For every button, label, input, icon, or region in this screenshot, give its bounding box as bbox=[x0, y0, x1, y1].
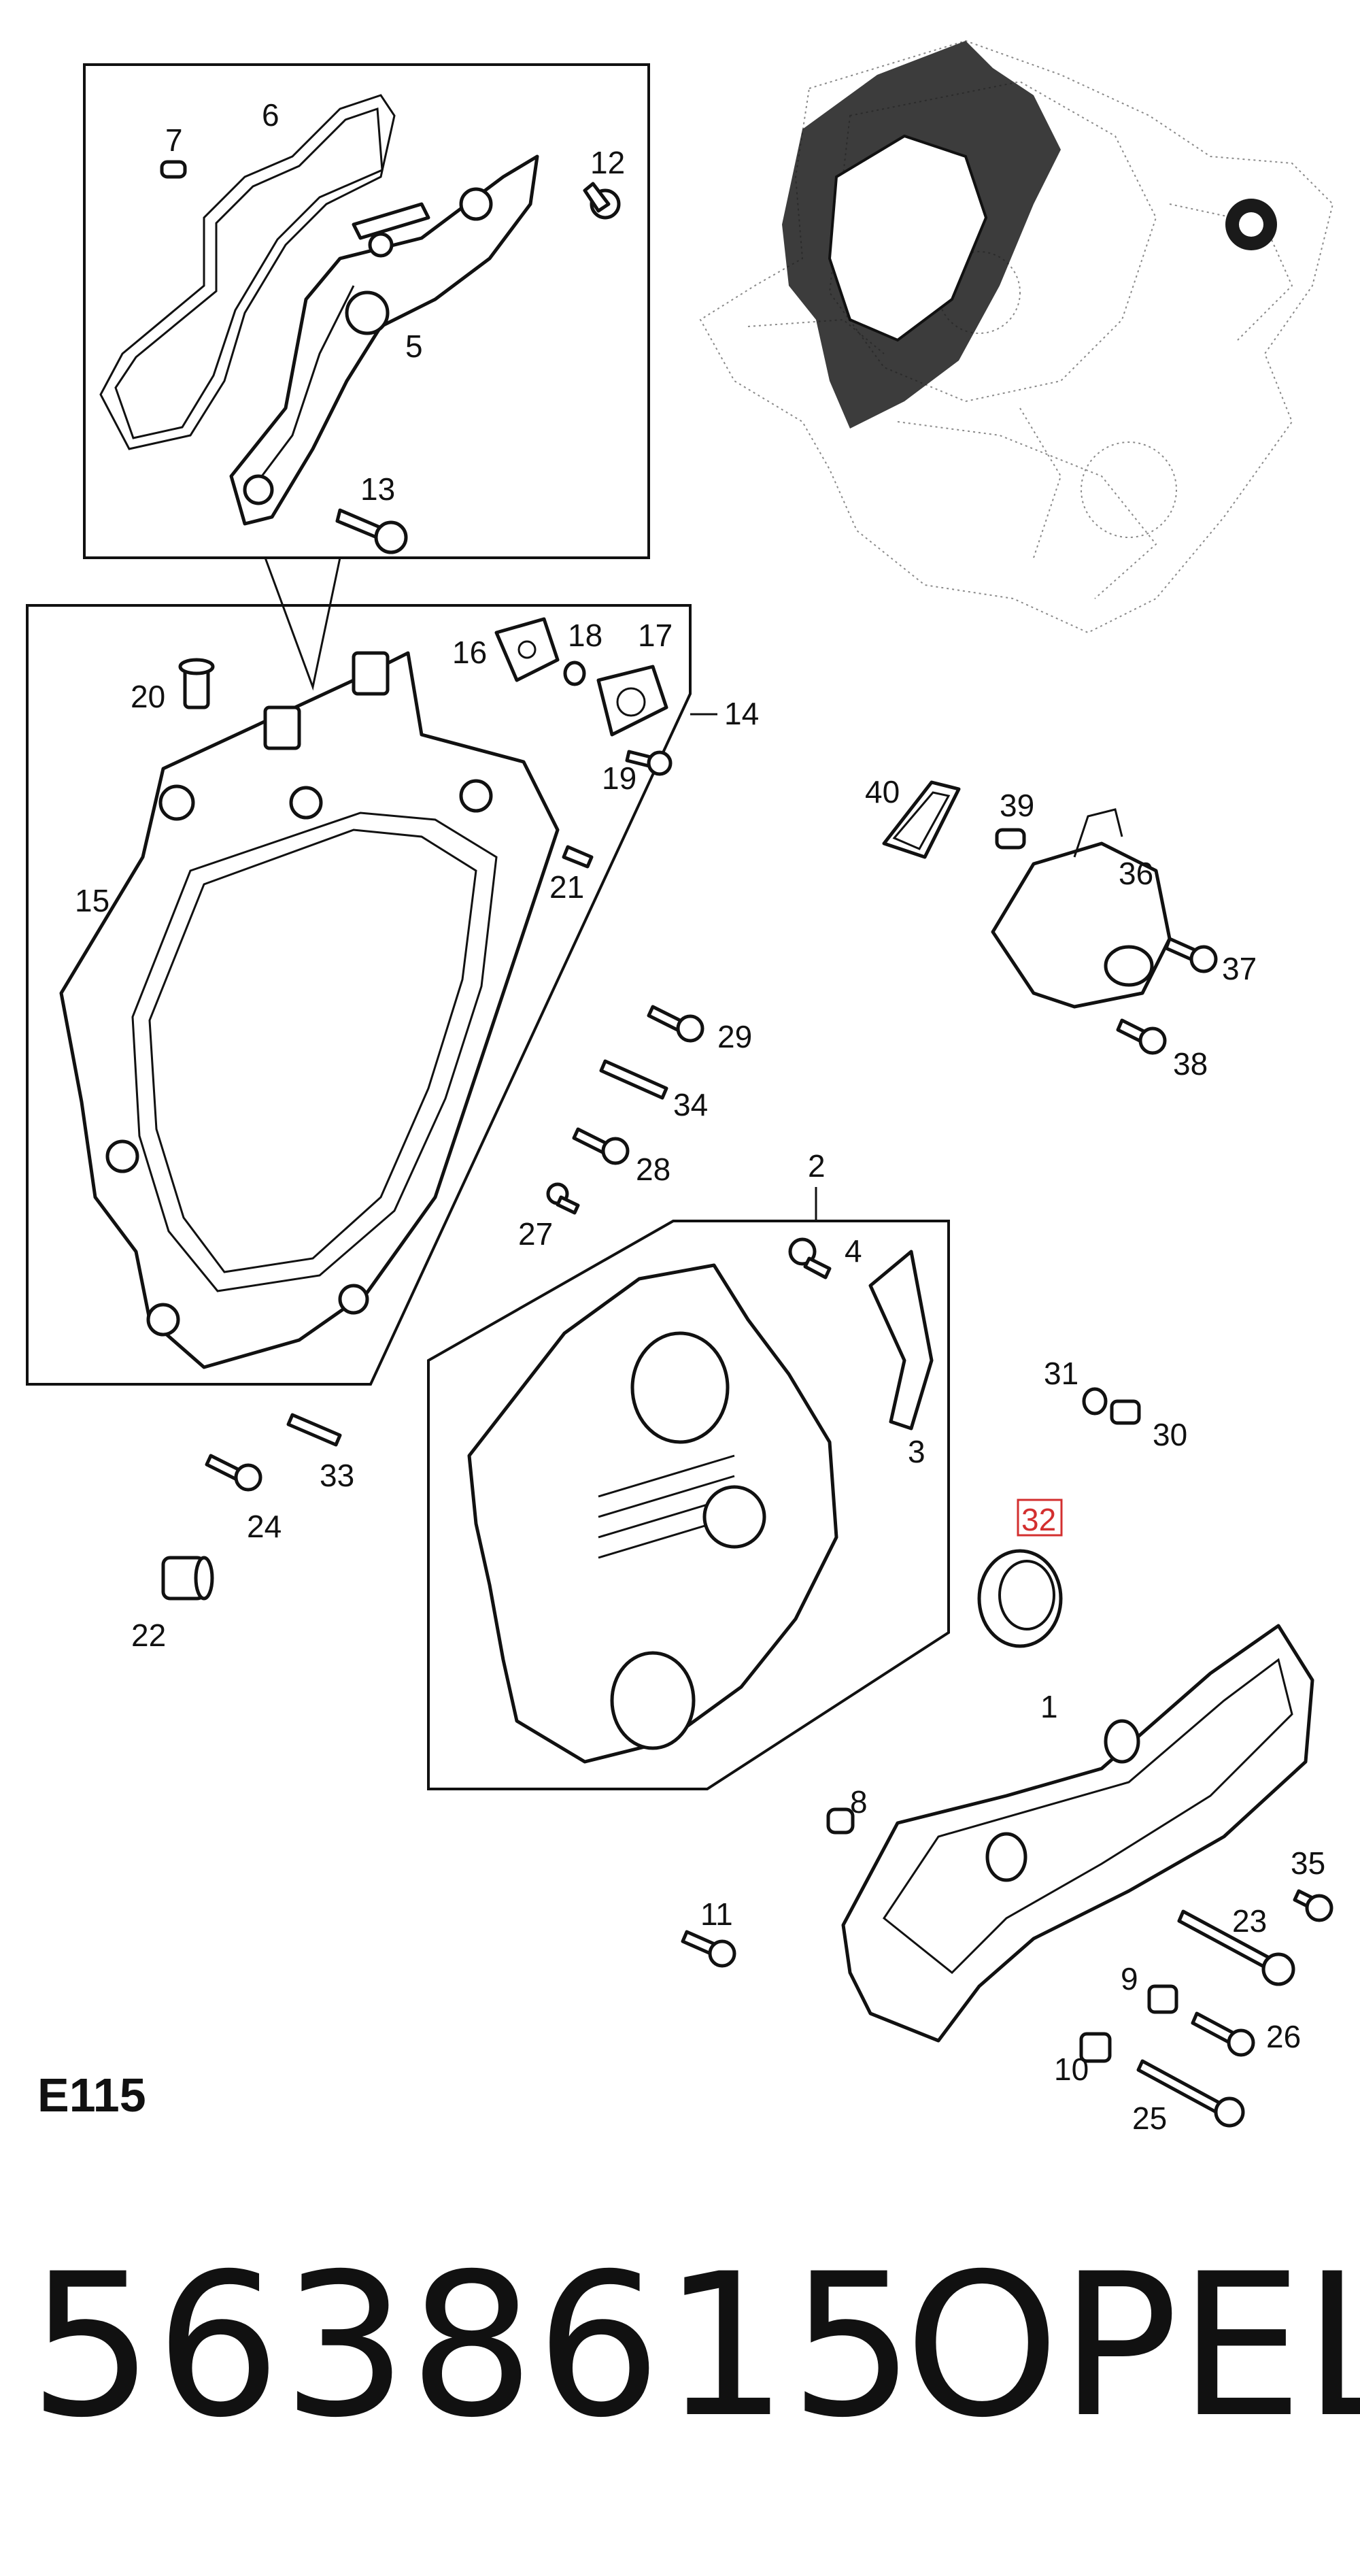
callout-22: 22 bbox=[131, 1618, 166, 1653]
callout-14: 14 bbox=[724, 696, 759, 731]
loose-fasteners bbox=[161, 1005, 1333, 2128]
bolt-icon bbox=[1191, 2011, 1255, 2057]
bolt-icon bbox=[788, 1237, 832, 1279]
detail-box-oil-cooler-housing bbox=[83, 63, 650, 691]
bolt-icon bbox=[1164, 937, 1218, 973]
engine-overview-illustration bbox=[699, 39, 1334, 634]
bolt-icon bbox=[1136, 2059, 1245, 2128]
callout-26: 26 bbox=[1266, 2019, 1301, 2054]
oil-cooler-housing bbox=[229, 154, 539, 526]
callout-28: 28 bbox=[636, 1152, 670, 1187]
callout-23: 23 bbox=[1232, 1903, 1267, 1939]
callout-39: 39 bbox=[1000, 788, 1034, 823]
sleeve-22 bbox=[161, 1556, 214, 1601]
sleeve-8 bbox=[826, 1807, 855, 1835]
bolt-icon bbox=[647, 1005, 704, 1043]
callout-10: 10 bbox=[1054, 2052, 1089, 2087]
highlighted-callout-32: 32 bbox=[1017, 1499, 1063, 1537]
callout-36: 36 bbox=[1119, 856, 1153, 891]
callout-16: 16 bbox=[452, 635, 487, 670]
small-gasket bbox=[494, 617, 560, 682]
callout-5: 5 bbox=[405, 329, 423, 364]
callout-13: 13 bbox=[360, 471, 395, 507]
carrier-plate bbox=[59, 651, 560, 1369]
plug-icon bbox=[178, 658, 215, 709]
oil-sump-cover bbox=[841, 1624, 1314, 2043]
o-ring-40 bbox=[882, 780, 961, 859]
callout-24: 24 bbox=[247, 1509, 282, 1544]
bolt-icon bbox=[572, 1127, 630, 1165]
bolt-icon bbox=[625, 750, 673, 776]
lower-cover bbox=[841, 1624, 1314, 2043]
timing-cover bbox=[467, 1263, 838, 1764]
part-number: 5638615 bbox=[29, 2232, 917, 2461]
bolt-icon bbox=[1116, 1018, 1167, 1055]
callout-1: 1 bbox=[1040, 1689, 1058, 1724]
vacuum-pump-assembly bbox=[882, 780, 1218, 1055]
callout-27: 27 bbox=[518, 1216, 553, 1252]
seal-ring-part bbox=[977, 1549, 1063, 1648]
bolt-icon bbox=[335, 508, 408, 554]
cover-plate bbox=[596, 665, 668, 737]
callout-4: 4 bbox=[845, 1233, 862, 1269]
washer-31 bbox=[1082, 1387, 1108, 1416]
callout-17: 17 bbox=[638, 618, 673, 653]
plug-30 bbox=[1110, 1399, 1141, 1425]
dowel-pin bbox=[562, 845, 594, 869]
bolt-icon bbox=[205, 1454, 262, 1492]
callout-19: 19 bbox=[602, 760, 636, 796]
callout-31: 31 bbox=[1044, 1356, 1078, 1391]
callout-2: 2 bbox=[808, 1148, 826, 1184]
svg-text:32: 32 bbox=[1021, 1502, 1056, 1537]
sleeve-10 bbox=[1079, 2032, 1112, 2063]
callout-12: 12 bbox=[590, 145, 625, 180]
brand-name: OPEL bbox=[904, 2232, 1360, 2461]
callout-29: 29 bbox=[717, 1019, 752, 1054]
callout-8: 8 bbox=[850, 1784, 868, 1820]
seal-39 bbox=[995, 828, 1026, 850]
small-seal bbox=[160, 160, 187, 179]
callout-38: 38 bbox=[1173, 1046, 1208, 1082]
bolt-icon bbox=[583, 182, 621, 220]
callout-15: 15 bbox=[75, 883, 109, 918]
sheet-code: E115 bbox=[37, 2069, 146, 2122]
timing-cover-gasket bbox=[868, 1250, 934, 1431]
callout-9: 9 bbox=[1121, 1961, 1138, 1996]
callout-3: 3 bbox=[908, 1434, 925, 1469]
gasket-outline bbox=[99, 94, 396, 450]
callout-20: 20 bbox=[131, 679, 165, 714]
callout-labels: 1 2 3 4 5 6 7 8 9 10 11 12 13 14 15 16 1… bbox=[75, 97, 1325, 2136]
bolt-icon bbox=[1177, 1909, 1295, 1986]
callout-37: 37 bbox=[1222, 951, 1257, 986]
bolt-icon bbox=[546, 1182, 580, 1215]
detail-box-carrier-plate bbox=[26, 604, 717, 1386]
detail-box-timing-cover bbox=[427, 1187, 950, 1790]
stud-34 bbox=[599, 1059, 668, 1100]
callout-7: 7 bbox=[165, 122, 183, 158]
callout-11: 11 bbox=[700, 1896, 733, 1932]
bolt-icon bbox=[1293, 1889, 1333, 1922]
bolt-icon bbox=[681, 1930, 736, 1968]
callout-21: 21 bbox=[549, 869, 584, 905]
callout-40: 40 bbox=[865, 774, 900, 809]
callout-18: 18 bbox=[568, 618, 602, 653]
callout-34: 34 bbox=[673, 1087, 708, 1122]
callout-35: 35 bbox=[1291, 1845, 1325, 1881]
callout-30: 30 bbox=[1153, 1417, 1187, 1452]
callout-25: 25 bbox=[1132, 2101, 1167, 2136]
stud-33 bbox=[286, 1413, 342, 1447]
sleeve-9 bbox=[1147, 1984, 1178, 2014]
callout-6: 6 bbox=[262, 97, 279, 133]
callout-33: 33 bbox=[320, 1458, 354, 1493]
